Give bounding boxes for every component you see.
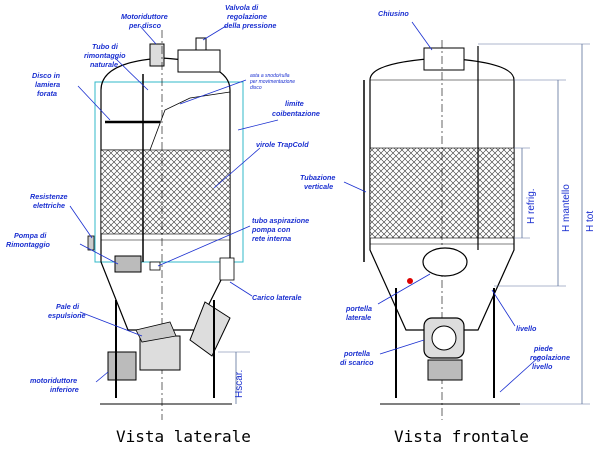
dim-h-refrig: H refrig.	[526, 188, 537, 224]
top-manhole	[177, 49, 221, 73]
label-tubo-rimontaggio-3: naturale	[90, 60, 118, 69]
label-piede-2: regolazione	[530, 353, 570, 362]
side-flange	[87, 235, 95, 251]
label-carico-laterale: Carico laterale	[252, 293, 302, 302]
chiusino-cover	[423, 47, 465, 71]
label-motoriduttore-inf-1: motoriduttore	[30, 376, 77, 385]
label-virole: virole TrapCold	[256, 140, 309, 149]
label-chiusino: Chiusino	[378, 9, 409, 18]
label-tubazione-1: Tubazione	[300, 173, 335, 182]
label-valvola-2: regolazione	[227, 12, 267, 21]
discharge-base	[427, 359, 463, 381]
label-tubazione-2: verticale	[304, 182, 333, 191]
label-valvola-3: della pressione	[224, 21, 276, 30]
label-portella-laterale-1: portella	[345, 304, 372, 313]
level-indicator	[407, 278, 413, 284]
dim-h-tot: H tot	[585, 211, 596, 232]
leader-lines	[69, 21, 541, 393]
dimension-labels: Hscar. H refrig. H mantello H tot	[234, 184, 596, 398]
label-tubo-aspirazione-3: rete interna	[252, 234, 291, 243]
label-tubo-rimontaggio-2: rimontaggio	[84, 51, 126, 60]
lateral-door	[422, 247, 468, 277]
discharge-door-wheel	[431, 325, 457, 351]
label-livello: livello	[516, 324, 537, 333]
cutaway-section	[100, 90, 231, 151]
frontal-mesh-band	[369, 147, 515, 239]
lateral-mesh-band	[100, 149, 231, 235]
label-tubo-aspirazione-2: pompa con	[251, 225, 291, 234]
expulsion-paddles	[135, 321, 177, 343]
bottom-motor-block	[107, 351, 137, 381]
label-disco-1: Disco in	[32, 71, 61, 80]
labels: Motoriduttore per disco Valvola di regol…	[6, 3, 570, 394]
label-tubo-aspirazione-1: tubo aspirazione	[252, 216, 309, 225]
lateral-view	[87, 30, 250, 420]
caption-frontal: Vista frontale	[394, 427, 529, 446]
label-piede-1: piede	[533, 344, 553, 353]
label-pompa-2: Rimontaggio	[6, 240, 51, 249]
label-piede-3: livello	[532, 362, 553, 371]
label-resistenze-2: elettriche	[33, 201, 65, 210]
label-motoriduttore-disco-2: per disco	[128, 21, 162, 30]
label-pale-2: espulsione	[48, 311, 86, 320]
label-asta-2: per movimentazione	[249, 79, 295, 85]
label-portella-scarico-2: di scarico	[340, 358, 374, 367]
pump-fitting	[149, 261, 161, 271]
dim-h-mantello: H mantello	[561, 184, 572, 232]
dim-hscar: Hscar.	[234, 370, 245, 398]
discharge-chute	[189, 301, 231, 357]
label-pompa-1: Pompa di	[14, 231, 47, 240]
gear-housing	[139, 335, 181, 371]
pressure-valve	[195, 37, 207, 51]
caption-lateral: Vista laterale	[116, 427, 251, 446]
label-tubo-rimontaggio-1: Tubo di	[92, 42, 119, 51]
label-limite-1: limite	[285, 99, 304, 108]
label-asta-3: disco	[250, 85, 262, 91]
label-disco-3: forata	[37, 89, 57, 98]
label-resistenze-1: Resistenze	[30, 192, 68, 201]
side-load	[219, 257, 235, 281]
label-limite-2: coibentazione	[272, 109, 320, 118]
label-asta-1: asta a snodo/rulla	[250, 73, 290, 79]
insulation-limit	[94, 81, 244, 263]
label-motoriduttore-disco-1: Motoriduttore	[121, 12, 168, 21]
frontal-view	[363, 40, 590, 420]
label-motoriduttore-inf-2: inferiore	[50, 385, 79, 394]
disc-motor	[149, 43, 165, 67]
label-disco-2: lamiera	[35, 80, 60, 89]
recirculation-pump	[114, 255, 142, 273]
label-portella-scarico-1: portella	[343, 349, 370, 358]
label-pale-1: Pale di	[56, 302, 80, 311]
label-valvola-1: Valvola di	[225, 3, 259, 12]
label-portella-laterale-2: laterale	[346, 313, 371, 322]
